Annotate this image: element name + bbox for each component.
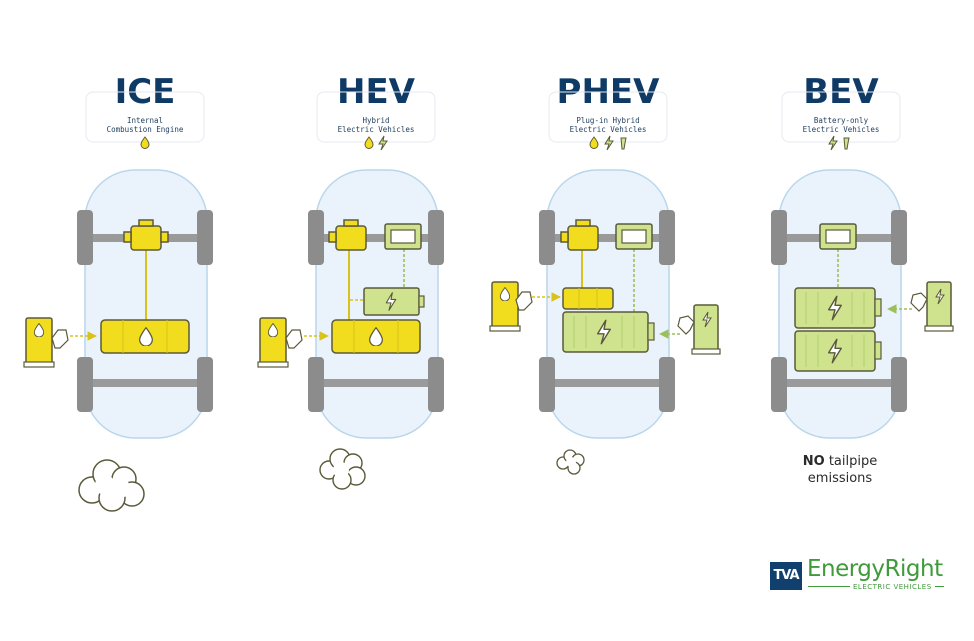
fuel-pump-icon — [257, 317, 303, 368]
note-line2: emissions — [807, 471, 873, 486]
phev-car — [489, 169, 721, 475]
note-line1: tailpipe — [824, 454, 878, 469]
ice-car — [23, 169, 213, 512]
wheel — [77, 357, 93, 412]
fuel-drop-icon — [364, 136, 374, 149]
engine-icon — [328, 219, 367, 251]
hev-label-box — [316, 91, 436, 143]
lightning-icon — [604, 135, 614, 151]
electric-motor-icon — [819, 223, 857, 250]
no-emissions-note: NO tailpipe emissions — [770, 453, 910, 487]
wheel — [197, 210, 213, 265]
note-bold: NO — [802, 454, 825, 469]
phev-label-box — [548, 91, 668, 143]
electric-motor-icon — [384, 223, 422, 250]
battery-small — [363, 287, 425, 316]
wheel — [428, 210, 444, 265]
wheel — [771, 210, 787, 265]
wheel — [891, 210, 907, 265]
wheel — [891, 357, 907, 412]
tva-logo: TVA — [770, 562, 802, 590]
fuel-drop-icon — [140, 136, 150, 149]
fuel-tank-small — [562, 287, 614, 310]
wheel — [308, 210, 324, 265]
fuel-tank — [100, 319, 190, 354]
lightning-icon — [378, 135, 388, 151]
bev-label-box — [781, 91, 901, 143]
wheel — [428, 357, 444, 412]
wheel — [659, 357, 675, 412]
wheel — [539, 357, 555, 412]
bev-subtitle: Battery-only Electric Vehicles — [802, 116, 880, 134]
fuel-pump-icon — [23, 317, 69, 368]
battery-large — [562, 311, 655, 353]
energyright-logo: EnergyRight — [807, 556, 943, 582]
lightning-icon — [828, 135, 838, 151]
wheel — [659, 210, 675, 265]
wheel — [771, 357, 787, 412]
bev-car — [771, 169, 954, 439]
exhaust-cloud — [556, 449, 585, 475]
fuel-tank — [331, 319, 421, 354]
battery-large — [794, 287, 882, 329]
wheel — [197, 357, 213, 412]
exhaust-cloud — [319, 448, 366, 490]
phev-subtitle: Plug-in Hybrid Electric Vehicles — [569, 116, 647, 134]
wheel — [77, 210, 93, 265]
plug-icon — [843, 137, 850, 150]
hev-subtitle: Hybrid Electric Vehicles — [337, 116, 415, 134]
exhaust-cloud — [78, 459, 145, 512]
logo-tagline: ELECTRIC VEHICLES — [850, 583, 935, 591]
ice-label-box — [85, 91, 205, 143]
wheel — [539, 210, 555, 265]
electric-motor-icon — [615, 223, 653, 250]
plug-icon — [620, 137, 627, 150]
ice-subtitle: Internal Combustion Engine — [106, 116, 184, 134]
fuel-drop-icon — [589, 136, 599, 149]
fuel-pump-icon — [489, 281, 533, 332]
ev-charger-icon — [910, 281, 954, 332]
ev-charger-icon — [677, 304, 721, 355]
battery-large — [794, 330, 882, 372]
engine-icon — [560, 219, 599, 251]
wheel — [308, 357, 324, 412]
hev-car — [257, 169, 444, 490]
engine-icon — [123, 219, 169, 251]
